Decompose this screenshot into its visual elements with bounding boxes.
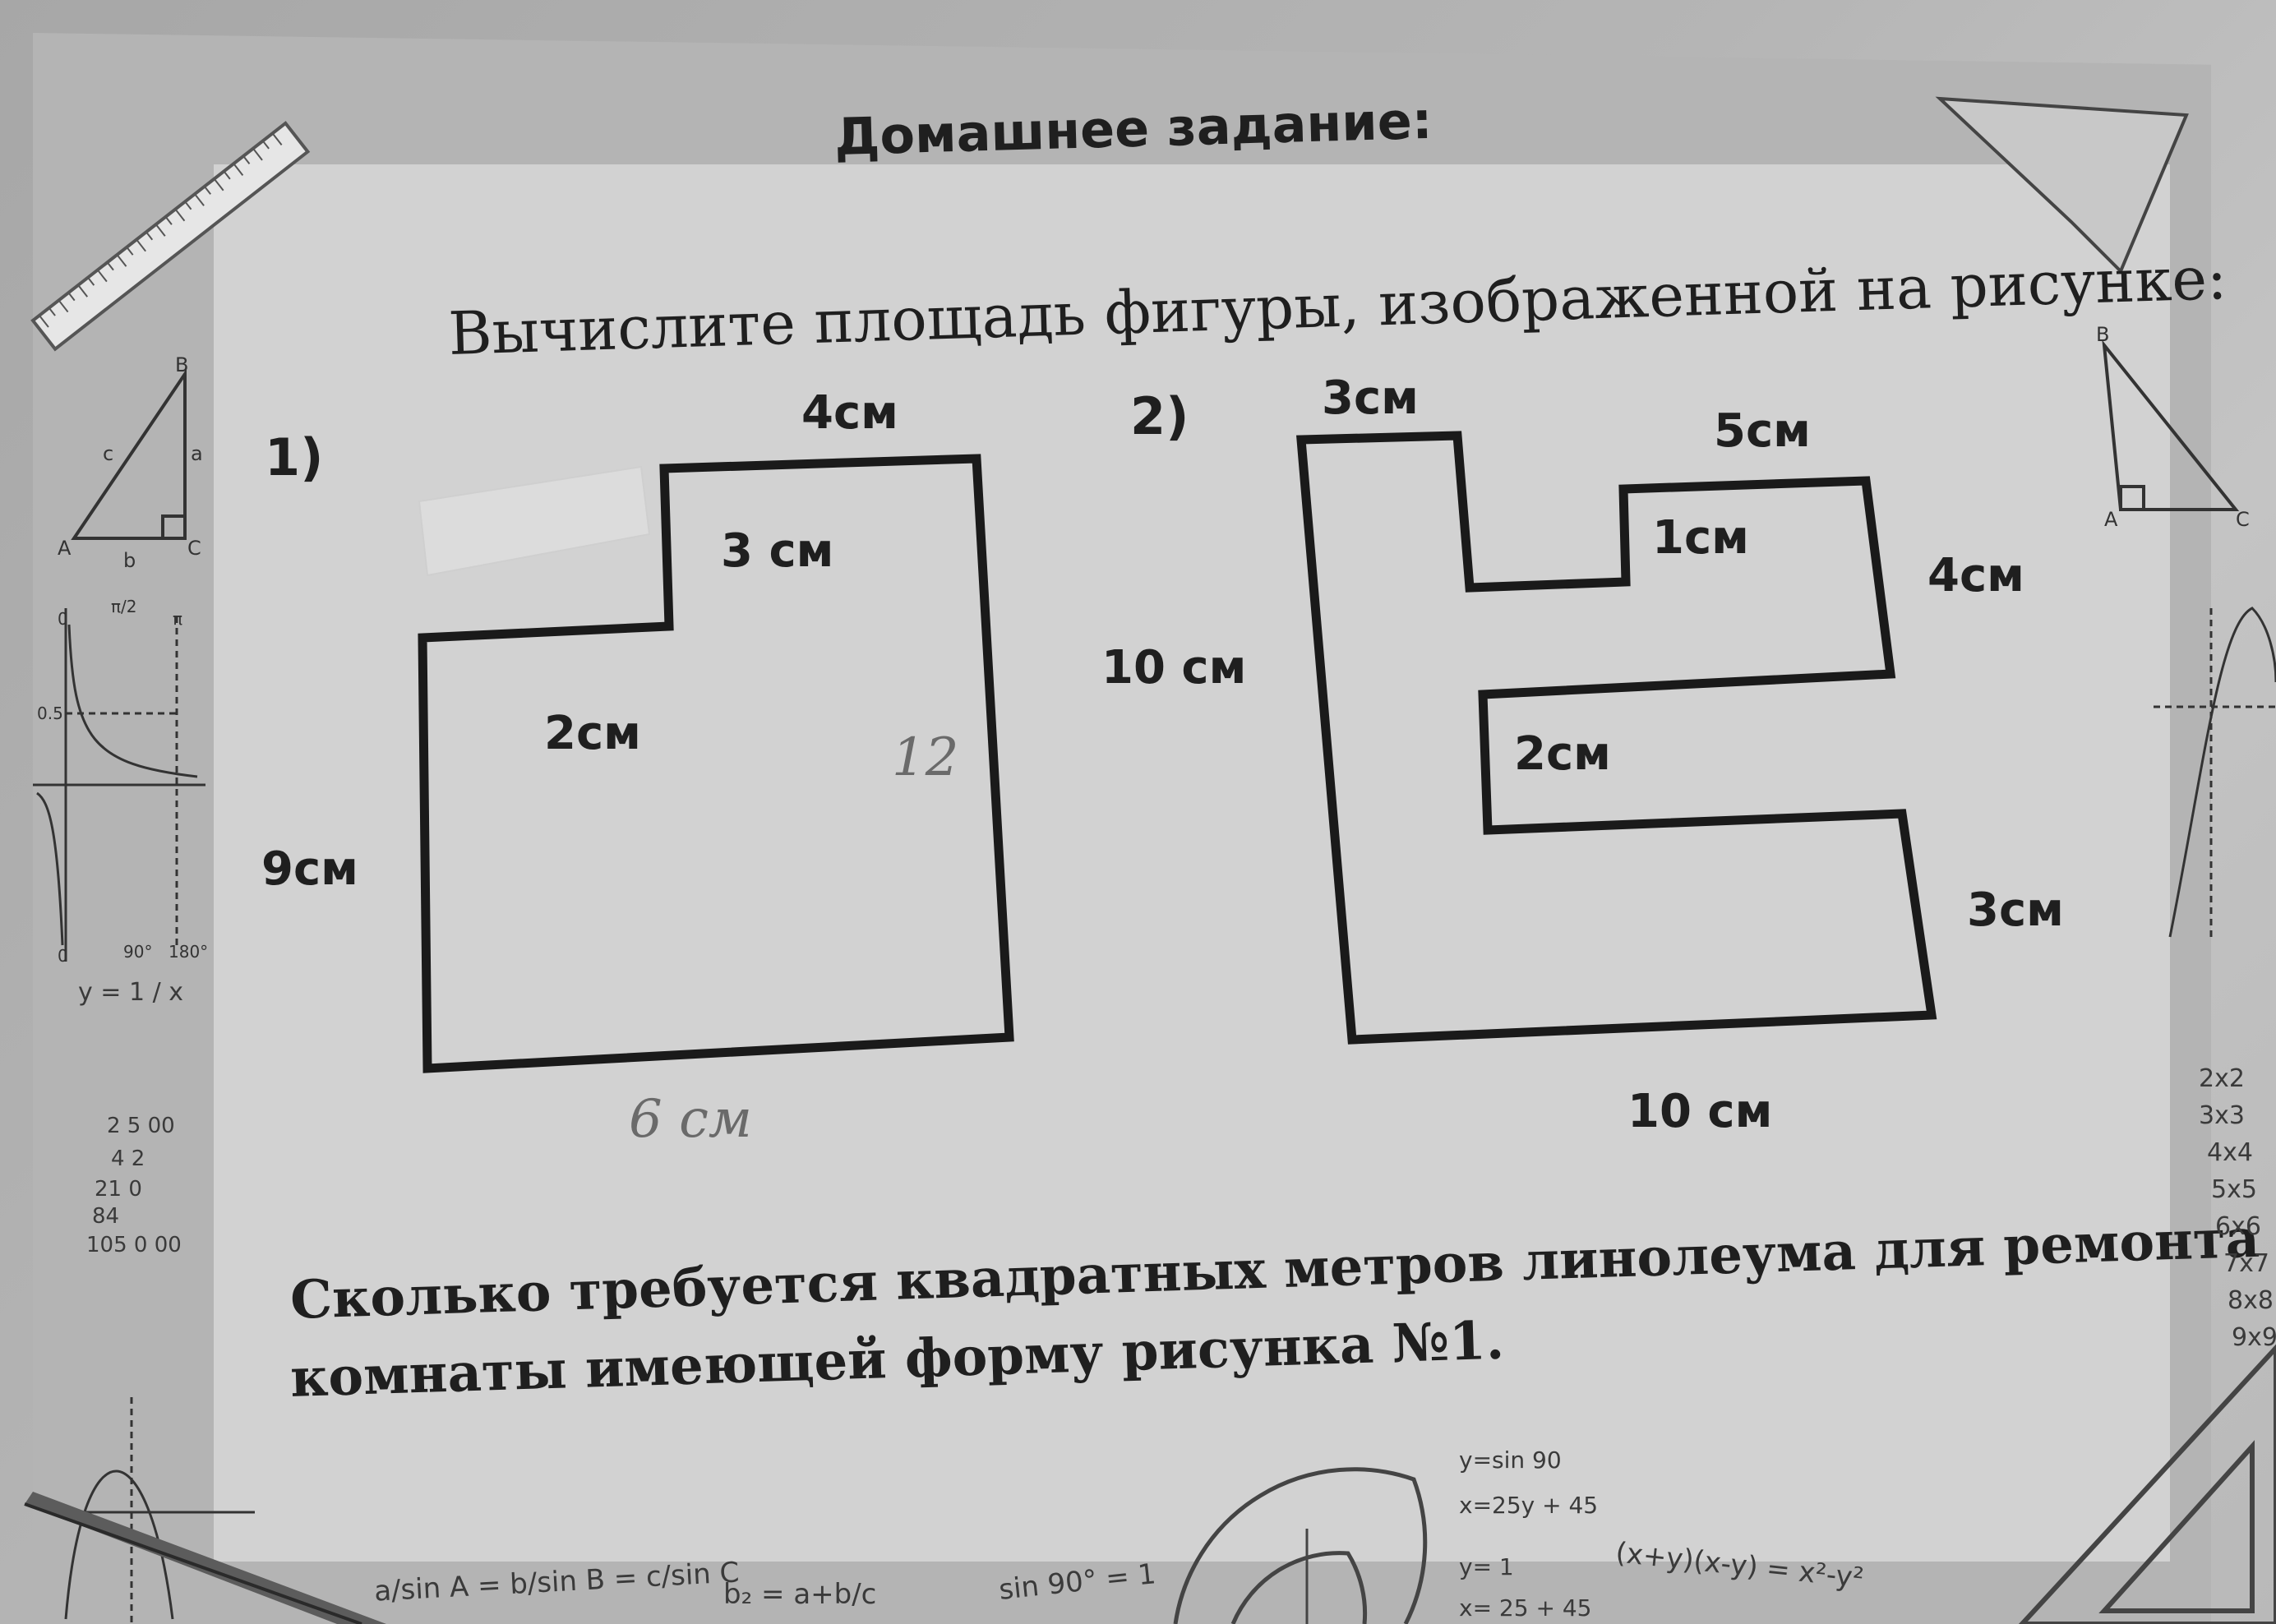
svg-text:C: C [2236, 508, 2250, 531]
svg-text:A: A [58, 537, 72, 560]
multiplication-row-2: 4 2 [111, 1146, 145, 1171]
svg-text:π: π [173, 609, 182, 629]
figure-1-shape [418, 454, 1014, 1073]
hyperbola-graph-icon [33, 608, 205, 962]
pencil-icon [24, 1492, 386, 1624]
figure-2-shape [1296, 431, 1937, 1045]
triangle-vertex-labels: A C B c a b [58, 353, 203, 572]
svg-text:A: A [2104, 508, 2118, 531]
figure-1-middle-label: 2см [544, 707, 641, 760]
multiplication-row-5: 105 0 00 [86, 1233, 182, 1257]
svg-text:b: b [123, 549, 136, 572]
figure-2-bottom-label: 10 см [1627, 1085, 1773, 1138]
multiplication-row-4: 84 [92, 1204, 120, 1229]
figure-2-number: 2) [1130, 386, 1189, 446]
system-1-line-2: x=25y + 45 [1459, 1492, 1599, 1519]
svg-text:B: B [2096, 323, 2109, 346]
system-2-line-2: x= 25 + 45 [1459, 1594, 1592, 1622]
right-triangle-right-icon [2102, 339, 2240, 511]
fraction-formula: b₂ = a+b/c [723, 1578, 877, 1611]
figure-2-top-left-label: 3см [1322, 371, 1419, 425]
worksheet-content-area [214, 164, 2170, 1562]
svg-text:c: c [103, 442, 113, 465]
svg-text:0: 0 [58, 946, 68, 966]
sine-graph-icon [2154, 607, 2276, 938]
figure-2-middle-label: 2см [1514, 727, 1611, 781]
figure-2-left-label: 10 см [1101, 641, 1247, 694]
hyperbola-axis-labels: 0 π/2 π 0.5 0 90° 180° [37, 597, 208, 966]
svg-text:C: C [187, 537, 201, 560]
figure-2-top-right-label: 5см [1714, 404, 1811, 458]
svg-text:π/2: π/2 [111, 597, 137, 616]
svg-text:B: B [175, 353, 188, 376]
svg-text:0: 0 [58, 609, 68, 629]
svg-text:a: a [191, 442, 203, 465]
multiplication-row-1: 2 5 00 [107, 1114, 175, 1138]
figure-1-inner-label: 3 см [721, 524, 834, 578]
hyperbola-formula: y = 1 / x [78, 978, 183, 1007]
multiplication-table-row-1: 2x2 [2199, 1064, 2245, 1093]
ruler-icon [30, 121, 311, 352]
system-1-line-1: y=sin 90 [1459, 1446, 1562, 1474]
figure-1-handwritten-bottom: 6 см [629, 1089, 752, 1150]
worksheet [33, 33, 2211, 1624]
figure-2-gap-label: 1см [1652, 511, 1749, 565]
protractor-icon [1173, 1467, 1428, 1624]
svg-text:0.5: 0.5 [37, 704, 63, 723]
figure-2-right-lower-label: 3см [1967, 884, 2064, 937]
multiplication-table-row-3: 4x4 [2207, 1138, 2253, 1167]
figure-2-right-upper-label: 4см [1927, 549, 2024, 602]
svg-text:180°: 180° [169, 942, 208, 962]
figure-1-top-label: 4см [801, 386, 898, 440]
svg-text:90°: 90° [123, 942, 152, 962]
triangle-right-vertex-labels: A C B [2096, 323, 2250, 531]
multiplication-table-row-8: 9x9 [2232, 1323, 2276, 1352]
multiplication-table-row-7: 8x8 [2228, 1286, 2274, 1315]
bottom-right-set-square-icon [2018, 1344, 2276, 1624]
multiplication-table-row-4: 5x5 [2211, 1175, 2257, 1204]
multiplication-table-row-5: 6x6 [2215, 1212, 2261, 1241]
right-triangle-icon [71, 368, 187, 540]
multiplication-table-row-2: 3x3 [2199, 1101, 2245, 1130]
figure-1-left-label: 9см [261, 842, 358, 896]
multiplication-table-row-6: 7x7 [2223, 1249, 2269, 1278]
figure-1-handwritten-right: 12 [892, 727, 959, 788]
set-square-icon [1935, 96, 2189, 275]
figure-1-number: 1) [265, 427, 324, 487]
system-2-line-1: y= 1 [1459, 1553, 1514, 1580]
multiplication-row-3: 21 0 [95, 1177, 142, 1202]
